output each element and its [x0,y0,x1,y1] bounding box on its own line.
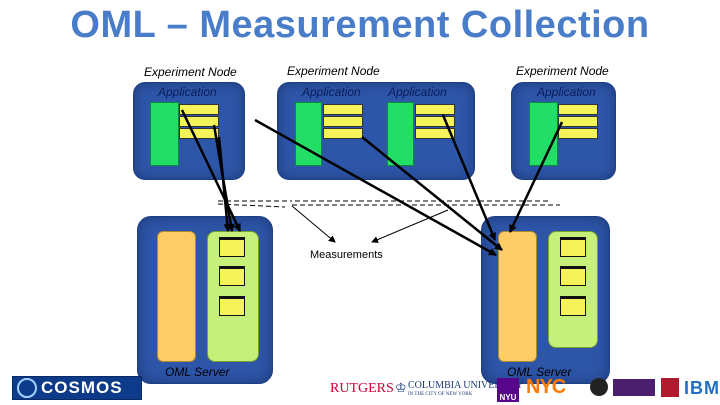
columbia-logo-sub: IN THE CITY OF NEW YORK [408,392,473,397]
nyu-logo: NYU [497,378,519,402]
app-row [415,104,455,115]
oml-server-1-label: OML Server [165,365,230,379]
arrow-node1-to-server1 [180,109,242,232]
app-row [323,116,363,127]
app-row [558,104,598,115]
application-bar-2b [387,102,414,166]
server-2-table [560,266,586,286]
server-2-storage [498,231,537,362]
arrow-node2-to-server2 [361,136,503,251]
arrow-node3-to-server2 [508,121,564,233]
app-row [558,116,598,127]
application-label-2a: Application [302,85,361,99]
rutgers-logo: RUTGERS [330,381,394,396]
measurement-dashed-lines [217,200,560,208]
oml-server-2-label: OML Server [507,365,572,379]
application-bar-1 [150,102,179,166]
cosmos-logo-text: COSMOS [41,378,123,397]
partner-logo-red [661,378,679,397]
experiment-node-label-3: Experiment Node [516,64,609,78]
server-2-table [560,237,586,257]
experiment-node-label-2: Experiment Node [287,64,380,78]
server-1-table [219,266,245,286]
columbia-crown-icon: ♔ [395,380,407,395]
app-row [415,116,455,127]
nyu-logo-text: NYU [499,393,517,402]
application-label-2b: Application [388,85,447,99]
cosmos-logo: COSMOS [12,376,142,400]
app-row [558,128,598,139]
partner-seal-icon [590,378,608,396]
app-row [323,128,363,139]
server-2-table [560,296,586,316]
nyc-logo: NYC [526,376,566,398]
app-row [179,116,219,127]
server-1-storage [157,231,196,362]
ibm-logo: IBM [684,378,720,398]
app-row [415,128,455,139]
server-1-table [219,296,245,316]
experiment-node-label-1: Experiment Node [144,65,237,79]
app-row [323,104,363,115]
app-row [179,128,219,139]
measurement-arrow-right [371,209,449,243]
arrow-node2-to-server2 [254,118,497,257]
measurements-label: Measurements [310,249,383,261]
arrow-node1-to-server1 [217,136,232,232]
application-bar-3 [529,102,558,166]
application-label-3: Application [537,85,596,99]
measurement-arrow-left [291,205,336,243]
page-title: OML – Measurement Collection [70,4,650,46]
cosmos-logo-mark-icon [17,378,37,398]
app-row [179,104,219,115]
columbia-logo: COLUMBIA UNIVERSITY [408,380,524,391]
partner-logo-purple [613,379,655,396]
arrow-node2-to-server2 [441,114,497,241]
server-1-table [219,237,245,257]
application-label-1: Application [158,85,217,99]
